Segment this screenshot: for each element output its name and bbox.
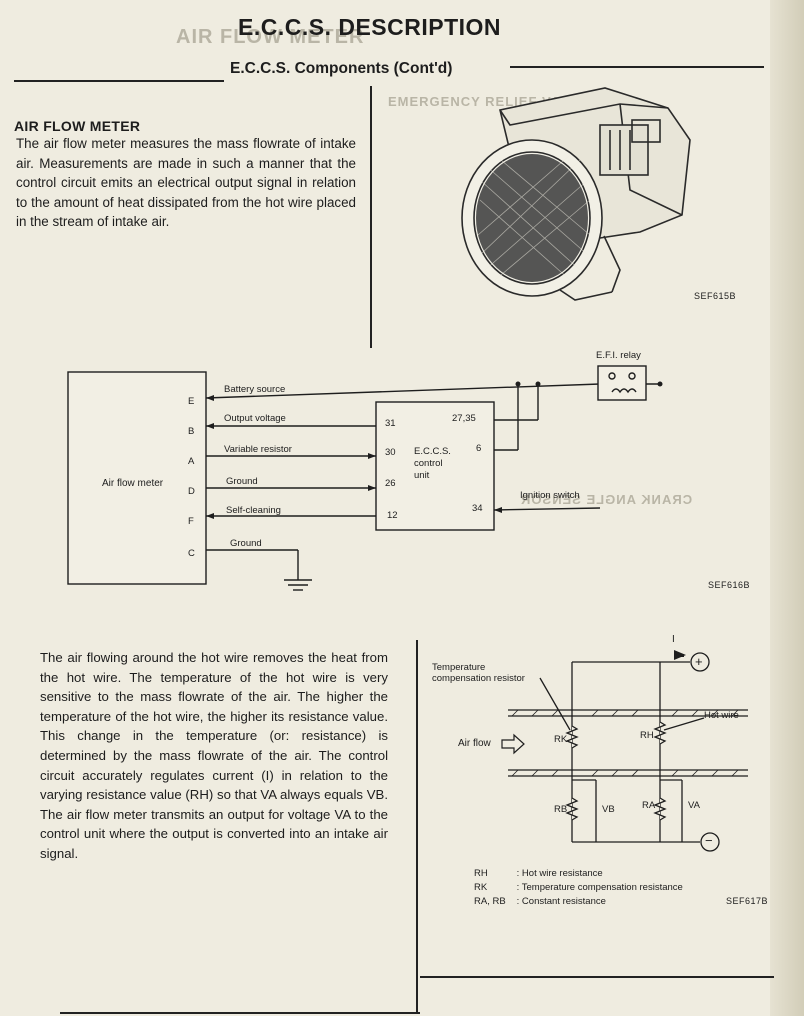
unit-pin-6: 6 [476,443,482,454]
footer-rule-left [60,1012,420,1014]
figure-code-2: SEF616B [708,580,751,590]
legend-symbol: RA, RB [474,896,506,907]
body-paragraph: The air flowing around the hot wire remo… [40,650,388,861]
column-divider-bottom [416,640,418,1012]
column-divider-top [370,86,372,348]
mesh-screen [476,154,588,282]
legend-row-ra-rb: RA, RB : Constant resistance [474,896,606,907]
title-rule-right [510,66,764,68]
vb-label: VB [602,804,615,815]
legend-desc: : Constant resistance [516,896,606,907]
meter-pin-e: E [188,396,195,407]
legend-row-rh: RH : Hot wire resistance [474,868,603,879]
unit-pin-31: 31 [385,418,396,429]
air-flow-label: Air flow [458,738,491,749]
meter-pin-b: B [188,426,195,437]
hot-wire-label: Hot wire [704,710,739,721]
wire-battery-source: Battery source [224,384,286,395]
va-label: VA [688,800,700,811]
plus-terminal: + [695,654,703,669]
wire-ground: Ground [226,476,258,487]
meter-box-label: Air flow meter [102,478,164,489]
meter-pin-d: D [188,486,195,497]
unit-pin-12: 12 [387,510,398,521]
wire-ground-2: Ground [230,538,262,549]
ignition-switch-label: Ignition switch [520,490,580,501]
page-title: E.C.C.S. DESCRIPTION [238,14,502,40]
temp-compensation-resistor-label: Temperature compensation resistor [432,662,525,684]
page-edge-shadow [770,0,804,1016]
meter-pin-f: F [188,516,194,527]
figure-code-1: SEF615B [694,291,737,301]
wire-output-voltage: Output voltage [224,413,286,424]
title-rule-left [14,80,224,82]
legend-row-rk: RK : Temperature compensation resistance [474,882,683,893]
unit-pin-30: 30 [385,447,396,458]
meter-pin-c: C [188,548,195,559]
figure-code-3: SEF617B [726,896,769,906]
unit-pin-27-35: 27,35 [452,413,476,424]
bleed-through-title: AIR FLOW METER [176,26,365,48]
intro-paragraph: The air flow meter measures the mass flo… [16,136,356,230]
section-heading: AIR FLOW METER [14,118,141,134]
footer-rule-right [420,976,774,978]
current-label: I [672,634,675,645]
rh-label: RH [640,730,654,741]
legend-symbol: RK [474,882,488,893]
legend-desc: : Temperature compensation resistance [516,882,683,893]
meter-pin-a: A [188,456,195,467]
control-unit-label: E.C.C.S. control unit [414,446,451,481]
legend-desc: : Hot wire resistance [516,868,603,879]
minus-terminal: − [705,833,713,848]
wire-self-cleaning: Self-cleaning [226,505,281,516]
unit-pin-26: 26 [385,478,396,489]
legend-symbol: RH [474,868,488,879]
efi-relay-label: E.F.I. relay [596,350,641,361]
wire-variable-resistor: Variable resistor [224,444,292,455]
unit-pin-34: 34 [472,503,483,514]
ra-label: RA [642,800,656,811]
rk-label: RK [554,734,568,745]
page-subtitle: E.C.C.S. Components (Cont'd) [230,60,453,77]
rb-label: RB [554,804,568,815]
